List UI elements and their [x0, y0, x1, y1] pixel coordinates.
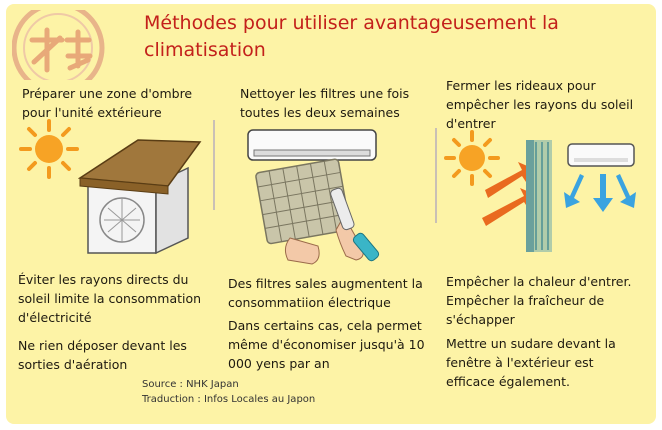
col3-heading: Fermer les rideaux pour empêcher les ray… [446, 78, 634, 131]
col3-note-2: Mettre un sudare devant la fenêtre à l'e… [446, 336, 616, 389]
page-title: Méthodes pour utiliser avantageusement l… [144, 12, 559, 61]
sun-icon [19, 119, 79, 179]
outdoor-unit-shade-illustration [78, 139, 202, 255]
curtain-sun-block-illustration [444, 130, 636, 252]
col1-note-1: Éviter les rayons directs du soleil limi… [18, 272, 202, 325]
translation-credit: Traduction : Infos Locales au Japon [142, 394, 316, 405]
stamp-icon [12, 10, 105, 80]
col2-heading: Nettoyer les filtres une fois toutes les… [240, 86, 410, 120]
col3-note-1: Empêcher la chaleur d'entrer. Empêcher l… [446, 274, 632, 327]
logo-stamp [12, 10, 110, 80]
source-credit: Source : NHK Japan [142, 379, 239, 390]
col2-note-1: Des filtres sales augmentent la consomma… [228, 276, 423, 310]
column-divider-2 [435, 128, 437, 223]
col2-note-2: Dans certains cas, cela permet même d'éc… [228, 318, 425, 371]
column-divider-1 [213, 120, 215, 210]
filter-cleaning-illustration [247, 129, 380, 265]
col1-heading: Préparer une zone d'ombre pour l'unité e… [22, 86, 193, 120]
col1-note-2: Ne rien déposer devant les sorties d'aér… [18, 338, 187, 372]
